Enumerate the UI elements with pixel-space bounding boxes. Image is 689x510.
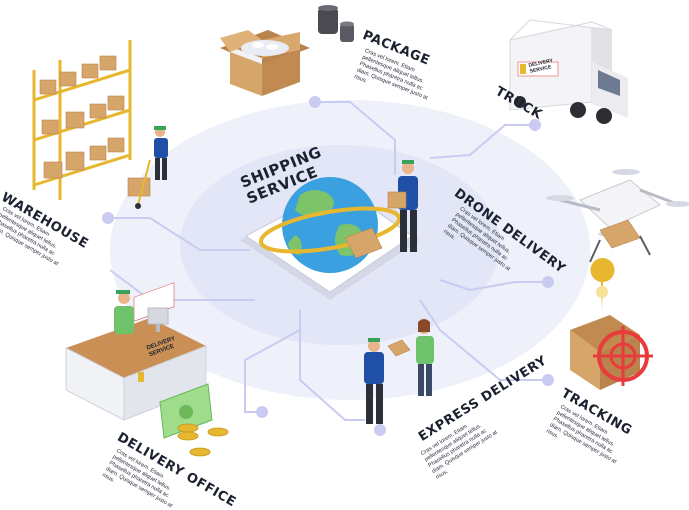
courier-center	[387, 160, 418, 252]
warehouse-shelf-icon	[32, 40, 132, 200]
weight-icon	[318, 5, 354, 42]
truck-icon	[508, 19, 628, 124]
office-worker	[114, 290, 169, 334]
open-box-icon	[220, 30, 310, 96]
express-couriers	[364, 319, 434, 424]
warehouse-worker	[127, 126, 168, 209]
tracking-icon	[570, 258, 653, 390]
drone-icon	[546, 169, 689, 263]
money-icon	[159, 383, 229, 457]
connector-dots	[102, 96, 554, 436]
connector-lines	[108, 101, 548, 421]
globe-icon	[258, 177, 402, 273]
delivery-desk	[65, 282, 207, 421]
